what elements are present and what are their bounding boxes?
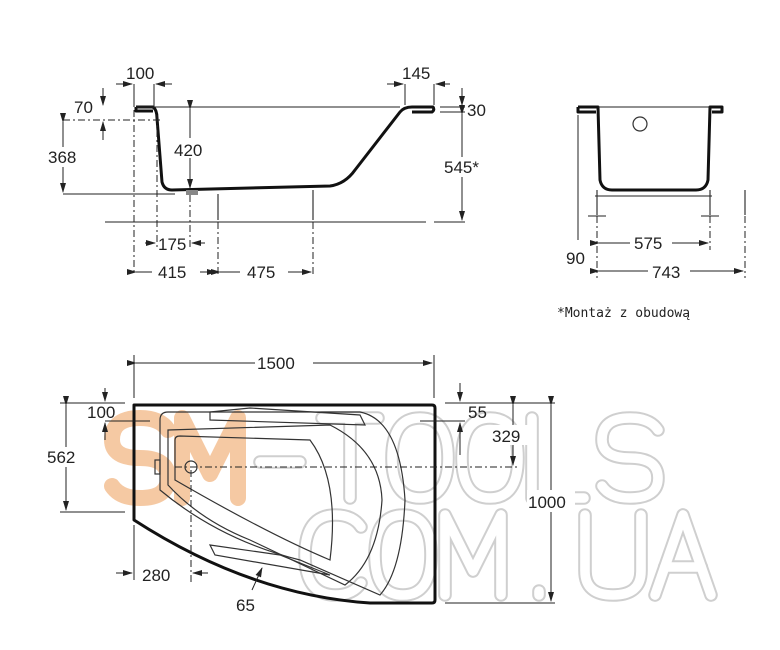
watermark-letter-shape xyxy=(370,510,436,600)
dim-drain-to-top: 329 xyxy=(492,427,520,446)
dim-drain-height: 368 xyxy=(48,148,76,167)
end-view: 90 575 743 xyxy=(566,105,746,282)
dim-leg-offset: 415 xyxy=(158,263,186,282)
watermark-letter-shape xyxy=(174,410,246,506)
dim-width-end: 743 xyxy=(652,263,680,282)
watermark-letter-shape xyxy=(650,510,716,600)
dim-rim-thickness: 30 xyxy=(467,101,486,120)
dim-rim-left: 100 xyxy=(126,64,154,83)
dim-leg-spacing: 475 xyxy=(247,263,275,282)
dim-drain-x: 280 xyxy=(142,566,170,585)
watermark-letter-shape xyxy=(525,411,591,505)
watermark-logo xyxy=(104,410,718,602)
side-view: 100 145 70 30 368 420 545* 175 415 475 xyxy=(48,64,486,282)
dim-top-offset-plan: 55 xyxy=(468,403,487,422)
watermark-letter-shape xyxy=(317,413,383,503)
watermark-letter-shape xyxy=(387,413,453,503)
dim-length: 1500 xyxy=(257,354,295,373)
dim-rim-offset: 100 xyxy=(87,403,115,422)
watermark-letter-shape xyxy=(440,510,506,600)
dim-drain-y: 562 xyxy=(47,448,75,467)
dim-top-offset: 70 xyxy=(74,98,93,117)
dim-depth: 420 xyxy=(174,141,202,160)
dim-total-height: 545* xyxy=(444,158,479,177)
watermark-letter-shape xyxy=(104,410,176,506)
watermark-letter-shape xyxy=(578,508,648,602)
watermark-letter-shape xyxy=(300,510,366,600)
dim-rim-right: 145 xyxy=(402,64,430,83)
watermark-letter-shape xyxy=(580,510,646,600)
dim-width-plan: 1000 xyxy=(528,493,566,512)
watermark-letter-shape xyxy=(527,413,589,503)
dim-drain-offset: 175 xyxy=(158,235,186,254)
watermark-letter-shape xyxy=(597,413,663,503)
dim-radius: 65 xyxy=(236,596,255,615)
dim-leg-spacing-end: 575 xyxy=(634,234,662,253)
plan-view: 1500 100 562 55 329 1000 280 65 xyxy=(46,352,575,615)
dim-foot-height: 90 xyxy=(566,249,585,268)
installation-note: *Montaż z obudową xyxy=(557,306,690,321)
